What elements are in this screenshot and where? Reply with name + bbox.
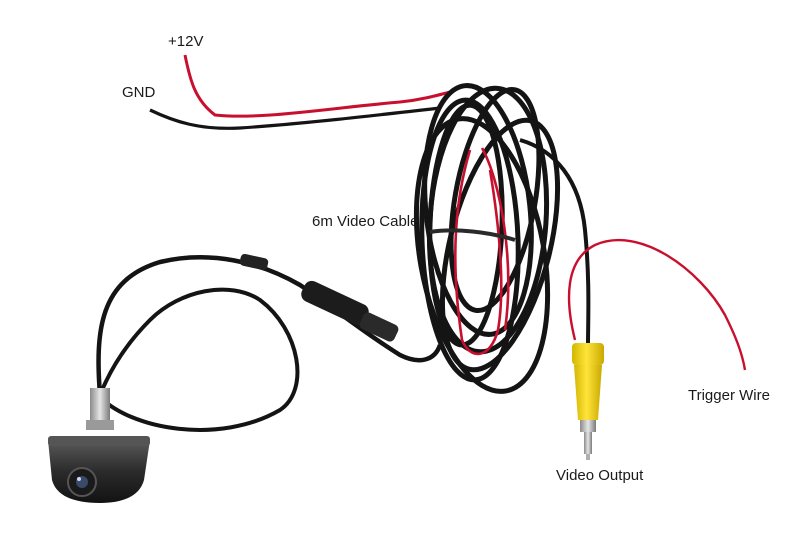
ground-label: GND xyxy=(122,84,156,101)
power-wire xyxy=(183,54,451,118)
cable-coil xyxy=(413,83,561,394)
video-output-label: Video Output xyxy=(556,467,644,484)
backup-camera xyxy=(48,388,150,503)
cable-label: 6m Video Cable xyxy=(312,213,419,230)
trigger-label: Trigger Wire xyxy=(688,387,770,404)
power-label: +12V xyxy=(168,33,204,50)
inline-connector xyxy=(239,253,399,342)
video-output-cable xyxy=(519,138,591,346)
camera-lead-loop xyxy=(96,287,300,432)
camera-lead xyxy=(96,255,443,396)
rca-connector xyxy=(572,343,604,460)
ground-wire xyxy=(149,106,441,130)
cable-tie xyxy=(429,228,516,242)
coil-red-wire xyxy=(454,147,510,356)
trigger-wire xyxy=(567,239,747,371)
